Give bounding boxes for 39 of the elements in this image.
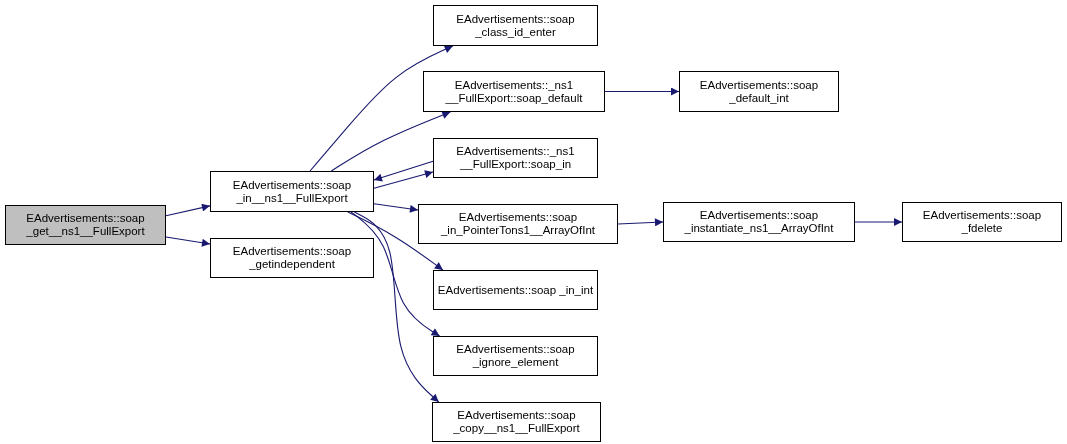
function-name: EAdvertisements::soap _copy__ns1__FullExport — [452, 409, 581, 435]
call-arrow — [330, 111, 451, 172]
function-box — [423, 71, 605, 112]
function-name: EAdvertisements::soap _default_int — [698, 78, 820, 105]
call-arrow — [373, 203, 419, 213]
call-arrow — [604, 87, 680, 96]
call-arrow — [165, 236, 211, 247]
function-name: EAdvertisements::_ns1 __FullExport::soap_default — [444, 78, 584, 105]
call-arrow — [350, 211, 441, 337]
function-box — [679, 71, 839, 112]
function-name: EAdvertisements::_ns1 __FullExport::soap_in — [455, 145, 576, 171]
call-arrow — [373, 160, 434, 182]
call-arrow — [165, 203, 211, 217]
call-arrow — [347, 211, 444, 271]
function-name: EAdvertisements::soap _fdelete — [921, 209, 1043, 235]
function-name: EAdvertisements::soap _class_id_enter — [455, 12, 576, 39]
function-name: EAdvertisements::soap _in_PointerTons1__ArrayOfInt — [439, 211, 597, 237]
function-name: EAdvertisements::soap _get__ns1__FullExport — [25, 212, 146, 238]
call-arrow — [309, 45, 454, 172]
function-box — [433, 270, 598, 310]
call-arrow — [373, 170, 434, 189]
function-box — [210, 238, 374, 278]
function-name: EAdvertisements::soap _getindependent — [231, 245, 353, 271]
function-box — [432, 402, 601, 442]
function-box — [433, 138, 598, 178]
function-box — [5, 205, 166, 245]
function-box — [902, 202, 1062, 242]
call-arrow — [617, 218, 664, 227]
function-box — [663, 202, 855, 242]
call-arrow — [854, 218, 903, 226]
function-name: EAdvertisements::soap _instantiate_ns1__ArrayOfInt — [683, 209, 835, 235]
function-box — [433, 5, 598, 46]
call-arrow — [353, 211, 440, 403]
function-box — [433, 336, 598, 376]
function-name: EAdvertisements::soap _in_int — [437, 283, 594, 297]
function-name: EAdvertisements::soap _ignore_element — [455, 343, 576, 369]
function-box — [418, 204, 618, 244]
function-name: EAdvertisements::soap _in__ns1__FullExport — [231, 178, 353, 205]
function-box — [210, 171, 374, 212]
